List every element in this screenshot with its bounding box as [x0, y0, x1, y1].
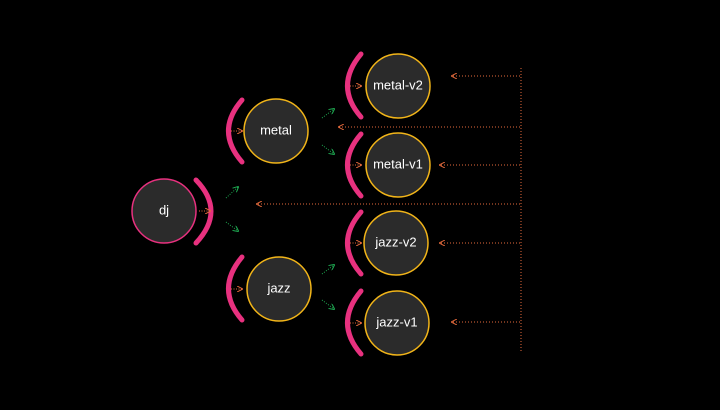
- node-label-jazz-v1: jazz-v1: [375, 314, 417, 329]
- node-metal-v1: metal-v1: [365, 132, 431, 198]
- route-arrow-jazz-v1: [321, 299, 334, 309]
- node-jazz-v1: jazz-v1: [364, 290, 430, 356]
- node-metal-v2: metal-v2: [365, 53, 431, 119]
- node-label-metal-v1: metal-v1: [373, 156, 423, 171]
- node-metal: metal: [243, 98, 309, 164]
- node-jazz: jazz: [246, 256, 312, 322]
- proxy-bracket-dj: [193, 177, 214, 246]
- route-arrow-dj-metal: [225, 187, 238, 199]
- node-label-dj: dj: [159, 202, 169, 217]
- node-dj: dj: [131, 178, 197, 244]
- route-arrow-metal-v1: [321, 144, 334, 154]
- route-arrow-jazz-v2: [321, 265, 334, 275]
- node-jazz-v2: jazz-v2: [363, 210, 429, 276]
- node-label-jazz: jazz: [266, 280, 290, 295]
- route-arrow-metal-v2: [321, 109, 334, 119]
- proxy-bracket-jazz-v1: [345, 288, 364, 357]
- node-label-metal: metal: [260, 122, 292, 137]
- proxy-bracket-jazz: [226, 254, 245, 323]
- proxy-bracket-metal-v2: [345, 51, 364, 120]
- proxy-bracket-jazz-v2: [345, 209, 364, 277]
- route-arrow-dj-jazz: [225, 221, 238, 231]
- proxy-bracket-metal-v1: [345, 131, 364, 199]
- node-label-metal-v2: metal-v2: [373, 77, 423, 92]
- proxy-bracket-metal: [226, 97, 245, 165]
- node-label-jazz-v2: jazz-v2: [374, 234, 416, 249]
